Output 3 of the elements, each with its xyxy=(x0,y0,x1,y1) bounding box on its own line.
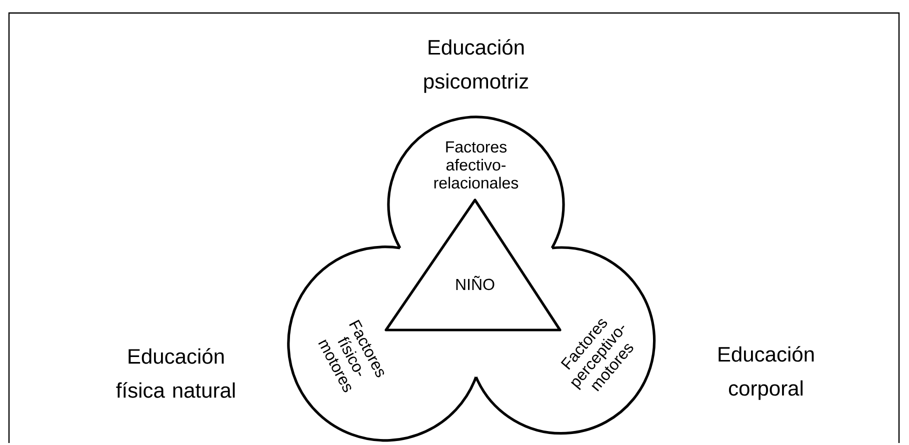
region-label: Educación corporal xyxy=(718,346,814,400)
region-label: Educación física natural xyxy=(116,348,235,398)
region-label: Educación psicomotriz xyxy=(424,39,528,93)
